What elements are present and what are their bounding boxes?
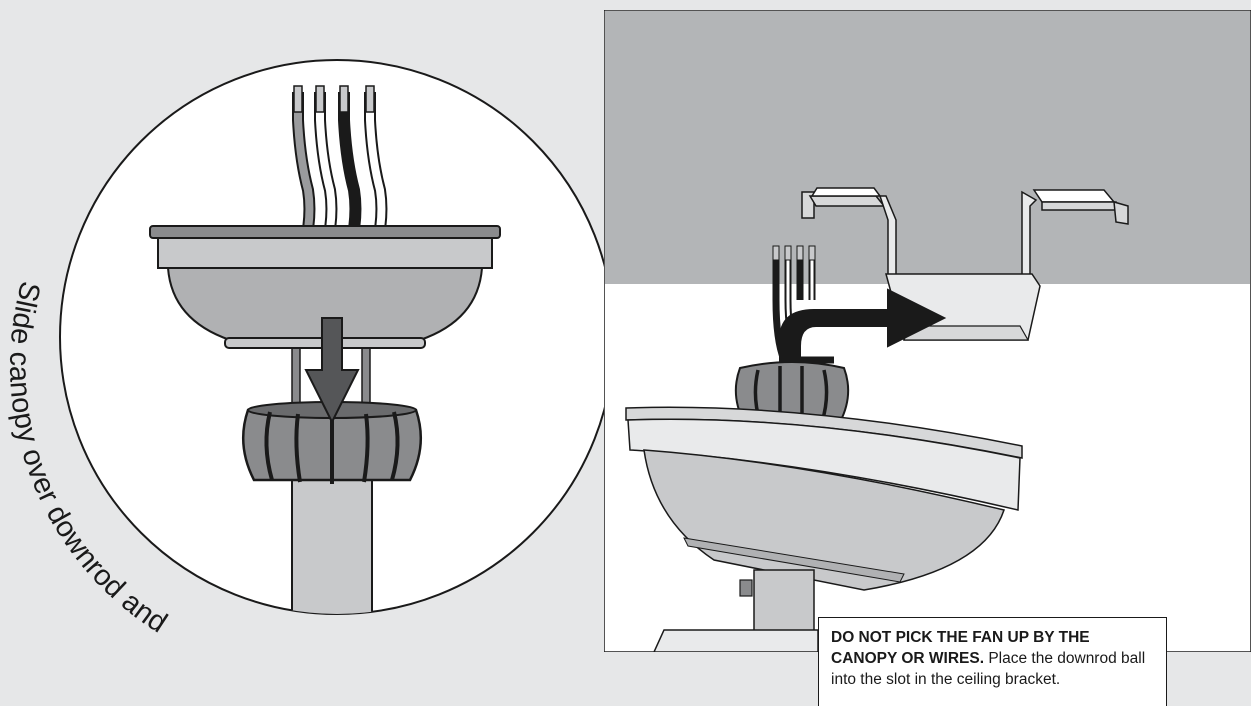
downrod [291, 469, 373, 614]
warning-note: DO NOT PICK THE FAN UP BY THE CANOPY OR … [818, 617, 1167, 706]
downrod-lower [653, 569, 819, 652]
downrod-ball [242, 401, 422, 484]
ceiling [605, 11, 1250, 284]
down-arrow [304, 317, 360, 425]
bracket-install-illustration [604, 10, 1251, 652]
install-illustration-panel [604, 10, 1251, 652]
warning-bold-text: DO NOT PICK THE FAN UP BY THE CANOPY OR … [831, 629, 1090, 667]
right-arrow [779, 288, 947, 363]
canopy-detail-illustration: Slide canopy over downrod and wires. [0, 0, 615, 644]
warning-body-text: Place the downrod ball into the slot in … [831, 650, 1146, 688]
fan-canopy [625, 406, 1023, 591]
